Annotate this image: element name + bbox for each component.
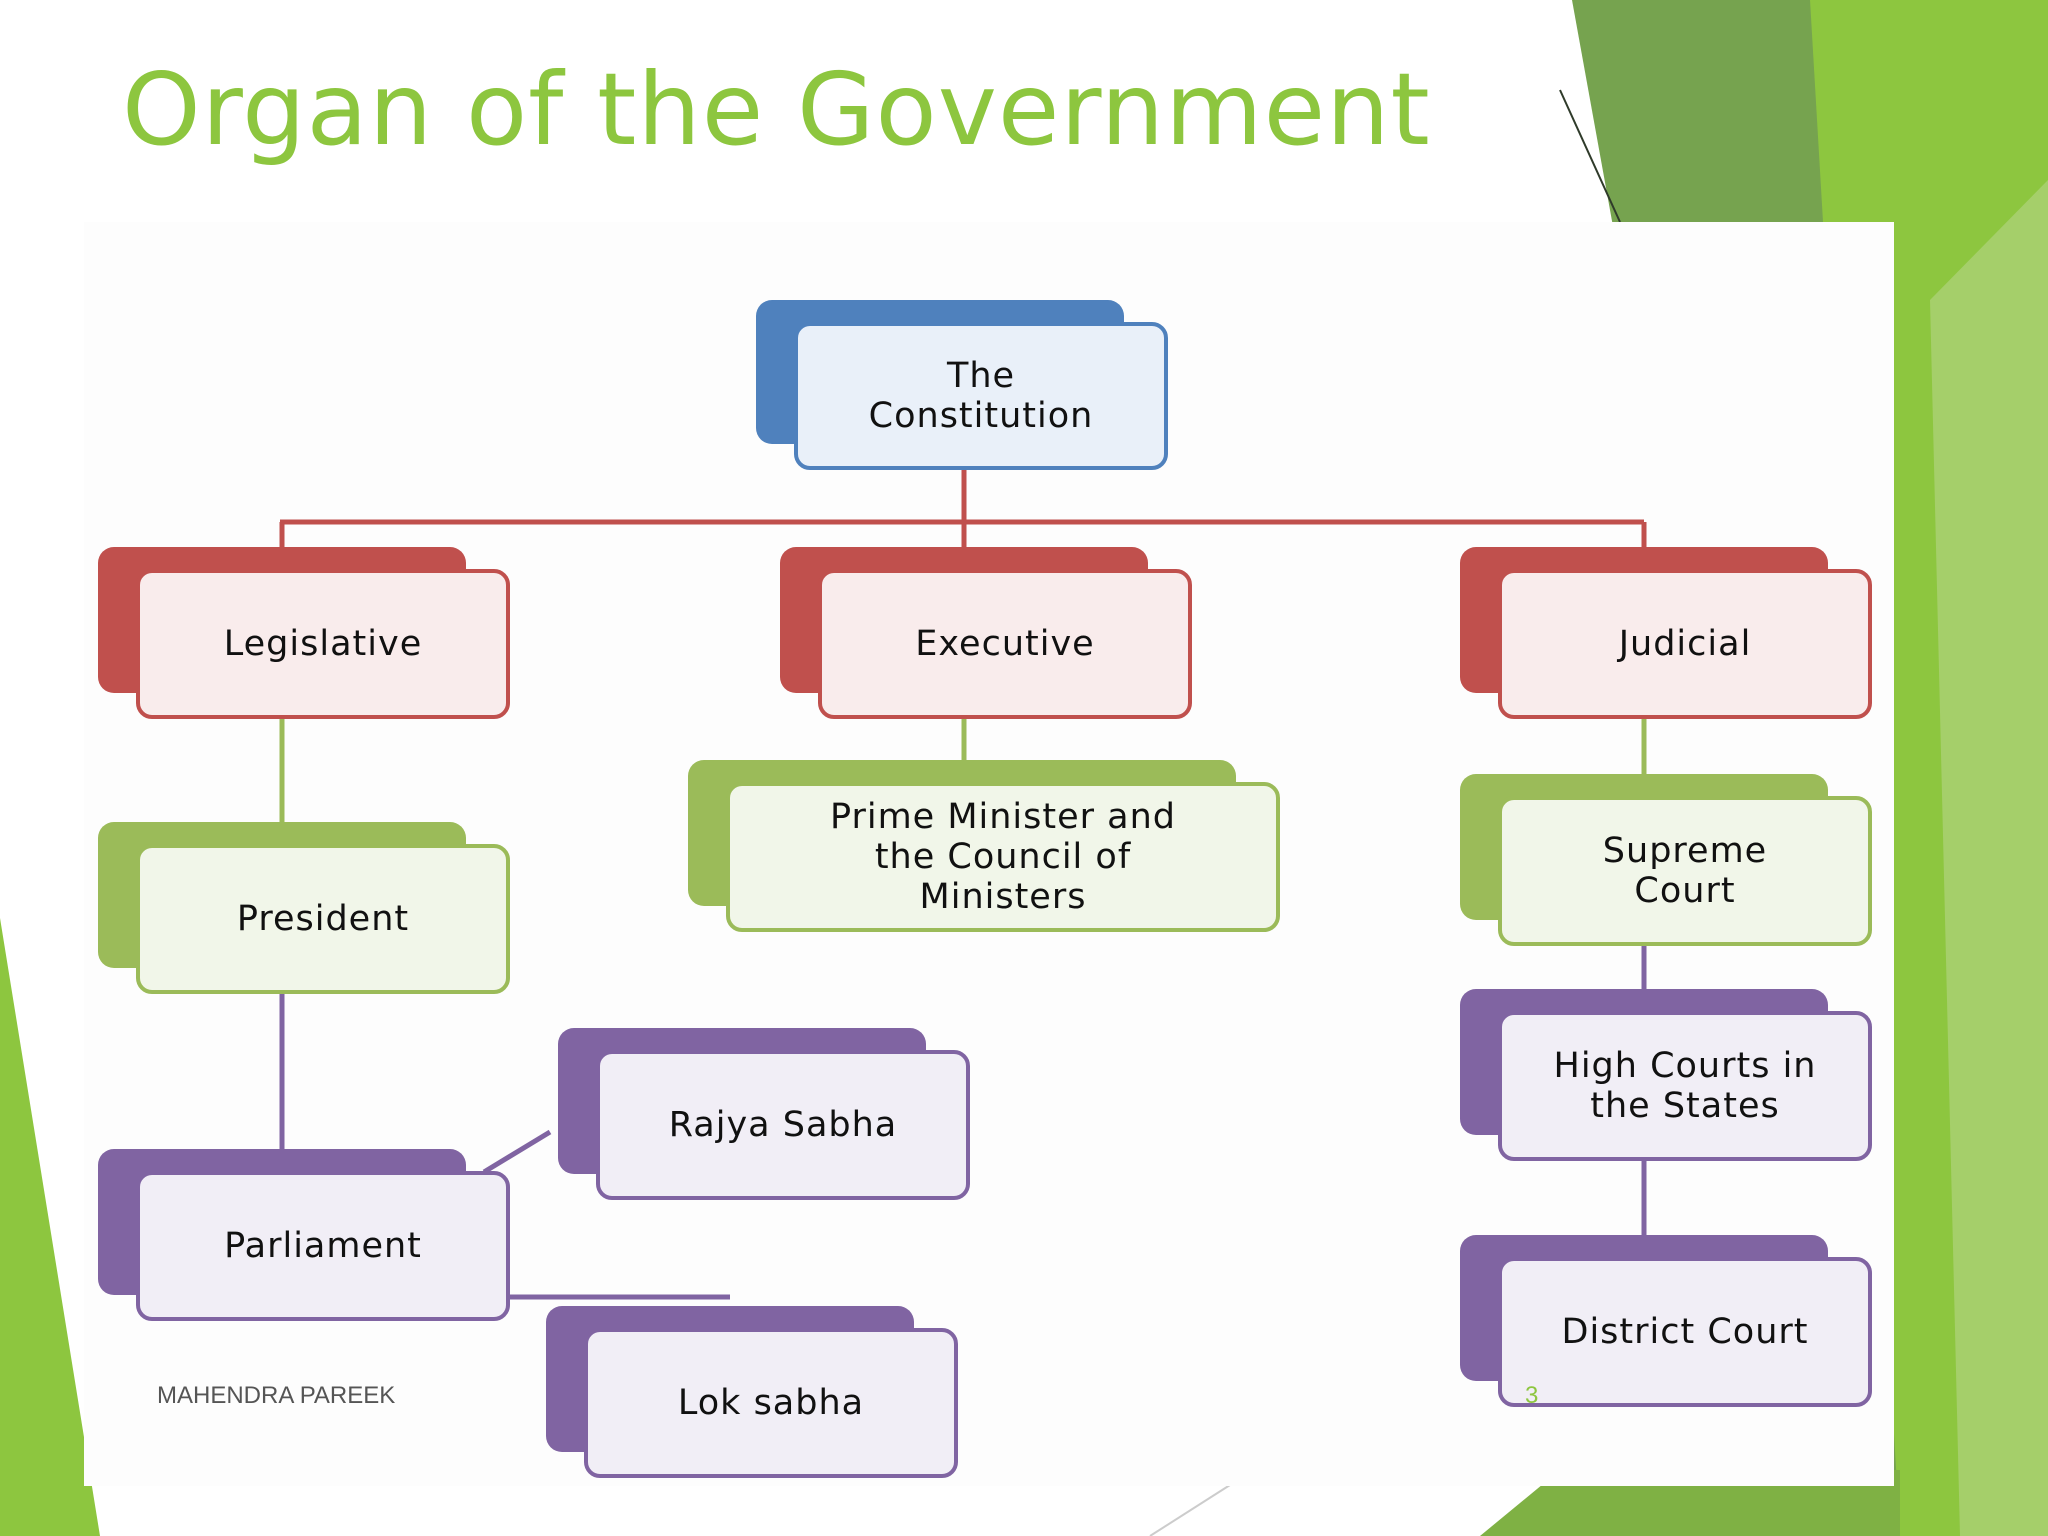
node-lok-sabha-label: Lok sabha — [677, 1383, 865, 1423]
node-district-court-label: District Court — [1561, 1312, 1809, 1352]
node-legislative: Legislative — [98, 547, 510, 719]
node-parliament: Parliament — [98, 1149, 510, 1321]
node-constitution-box: The Constitution — [794, 322, 1168, 470]
bottom-green-wedge — [1480, 1470, 1900, 1536]
connectors — [279, 470, 1647, 1300]
node-constitution: The Constitution — [756, 300, 1168, 470]
node-judicial-box: Judicial — [1498, 569, 1872, 719]
node-president: President — [98, 822, 510, 994]
node-high-courts-box: High Courts in the States — [1498, 1011, 1872, 1161]
node-supreme-court-label: Supreme Court — [1602, 831, 1768, 911]
node-prime-minister-box: Prime Minister and the Council of Minist… — [726, 782, 1280, 932]
slide-title: Organ of the Government — [122, 51, 1431, 168]
node-high-courts: High Courts in the States — [1460, 989, 1872, 1161]
node-president-box: President — [136, 844, 510, 994]
node-lok-sabha-box: Lok sabha — [584, 1328, 958, 1478]
node-parliament-box: Parliament — [136, 1171, 510, 1321]
connector-parliament-rajya — [482, 1129, 552, 1175]
node-president-label: President — [236, 899, 410, 939]
node-executive-box: Executive — [818, 569, 1192, 719]
right-light-green — [1930, 180, 2048, 1536]
node-judicial-label: Judicial — [1618, 624, 1752, 664]
node-constitution-label: The Constitution — [868, 356, 1094, 436]
node-supreme-court: Supreme Court — [1460, 774, 1872, 946]
thin-diagonal-line — [1559, 89, 1621, 223]
left-green-strip — [0, 918, 100, 1536]
node-prime-minister-label: Prime Minister and the Council of Minist… — [829, 797, 1177, 917]
footer-author: MAHENDRA PAREEK — [157, 1382, 396, 1409]
node-high-courts-label: High Courts in the States — [1553, 1046, 1817, 1126]
node-executive-label: Executive — [915, 624, 1095, 664]
node-supreme-court-box: Supreme Court — [1498, 796, 1872, 946]
node-rajya-sabha: Rajya Sabha — [558, 1028, 970, 1200]
bottom-thin-line — [1149, 1484, 1231, 1536]
node-district-court: District Court — [1460, 1235, 1872, 1407]
node-lok-sabha: Lok sabha — [546, 1306, 958, 1478]
node-rajya-sabha-label: Rajya Sabha — [668, 1105, 898, 1145]
page-number: 3 — [1525, 1382, 1539, 1409]
node-prime-minister: Prime Minister and the Council of Minist… — [688, 760, 1280, 932]
node-district-court-box: District Court — [1498, 1257, 1872, 1407]
node-executive: Executive — [780, 547, 1192, 719]
node-legislative-label: Legislative — [223, 624, 423, 664]
node-judicial: Judicial — [1460, 547, 1872, 719]
node-parliament-label: Parliament — [224, 1226, 422, 1266]
node-rajya-sabha-box: Rajya Sabha — [596, 1050, 970, 1200]
node-legislative-box: Legislative — [136, 569, 510, 719]
